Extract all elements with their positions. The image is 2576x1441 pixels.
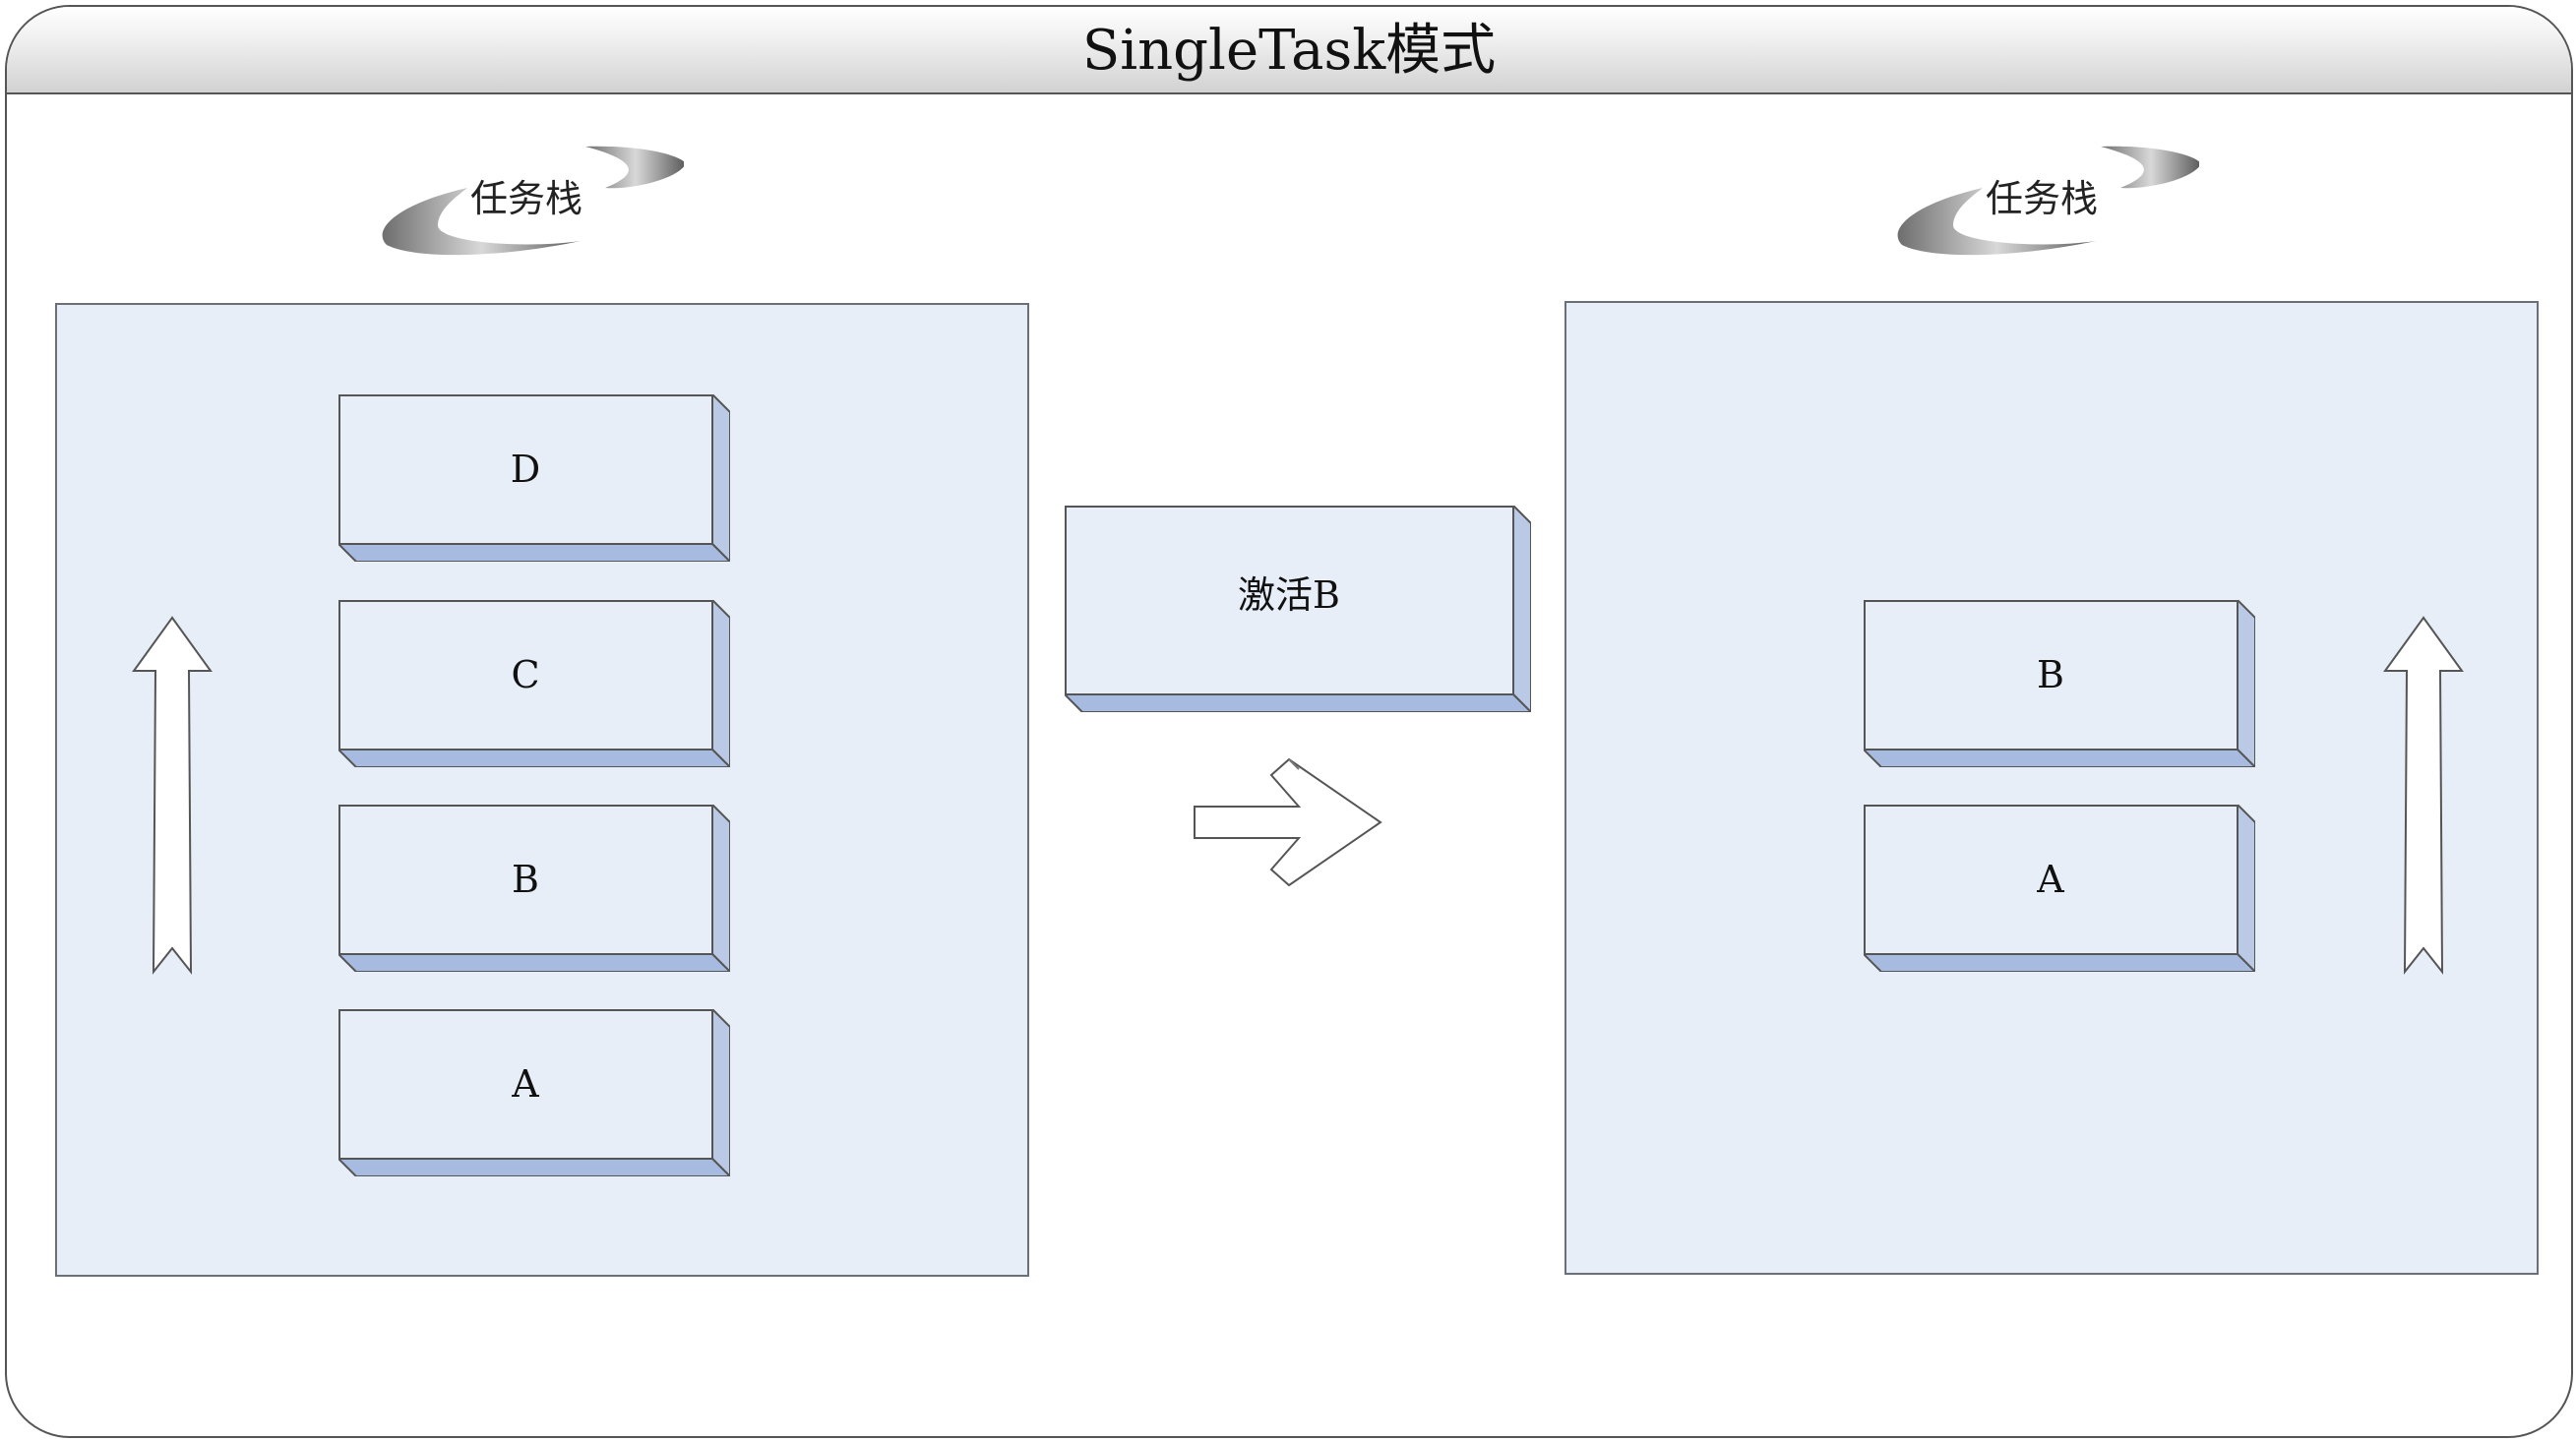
right-block-a: A [1864, 805, 2255, 972]
right-stack-label: 任务栈 [1894, 141, 2199, 259]
left-block-d: D [338, 394, 730, 562]
left-block-c: C [338, 600, 730, 767]
swirl-ellipse-icon [382, 146, 684, 256]
action-label: 激活B [1238, 573, 1340, 617]
left-block-b: B [338, 805, 730, 972]
right-task-stack-panel [1564, 301, 2539, 1275]
right-block-b: B [1864, 600, 2255, 767]
left-up-arrow-icon [132, 616, 213, 975]
block-label: D [510, 448, 541, 491]
right-up-arrow-icon [2383, 616, 2464, 975]
block-label: B [512, 858, 539, 901]
block-label: B [2037, 653, 2064, 696]
diagram-title: SingleTask模式 [1081, 19, 1497, 83]
right-stack-label-text: 任务栈 [1985, 177, 2098, 220]
left-stack-label-text: 任务栈 [469, 177, 583, 220]
left-block-a: A [338, 1009, 730, 1176]
block-label: A [2037, 858, 2064, 901]
swirl-ellipse-icon [1897, 146, 2199, 256]
left-stack-label: 任务栈 [379, 141, 684, 259]
title-bar: SingleTask模式 [7, 7, 2571, 94]
block-label: C [511, 653, 540, 696]
activate-b-block: 激活B [1065, 506, 1531, 712]
block-label: A [512, 1062, 539, 1106]
transition-right-arrow-icon [1194, 757, 1382, 887]
